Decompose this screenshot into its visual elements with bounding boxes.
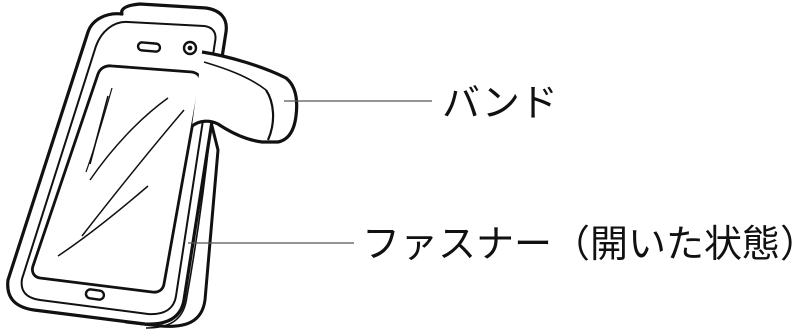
window-glare-2 (85, 87, 113, 173)
front-camera (182, 40, 198, 56)
window-glare-5 (57, 185, 149, 257)
band-strap (191, 50, 299, 144)
front-camera-lens (187, 45, 193, 51)
band-strap-root (203, 61, 267, 91)
case-front-rim (20, 20, 217, 316)
zipper-open-label: ファスナー（開いた状態） (362, 222, 798, 266)
home-button (84, 288, 106, 301)
band-label: バンド (442, 81, 558, 125)
window-glare-3 (89, 97, 169, 181)
zipper-tape (145, 133, 211, 329)
band-strap-fold (265, 89, 275, 141)
earpiece-slot (136, 41, 162, 53)
window-glare-4 (81, 109, 185, 237)
